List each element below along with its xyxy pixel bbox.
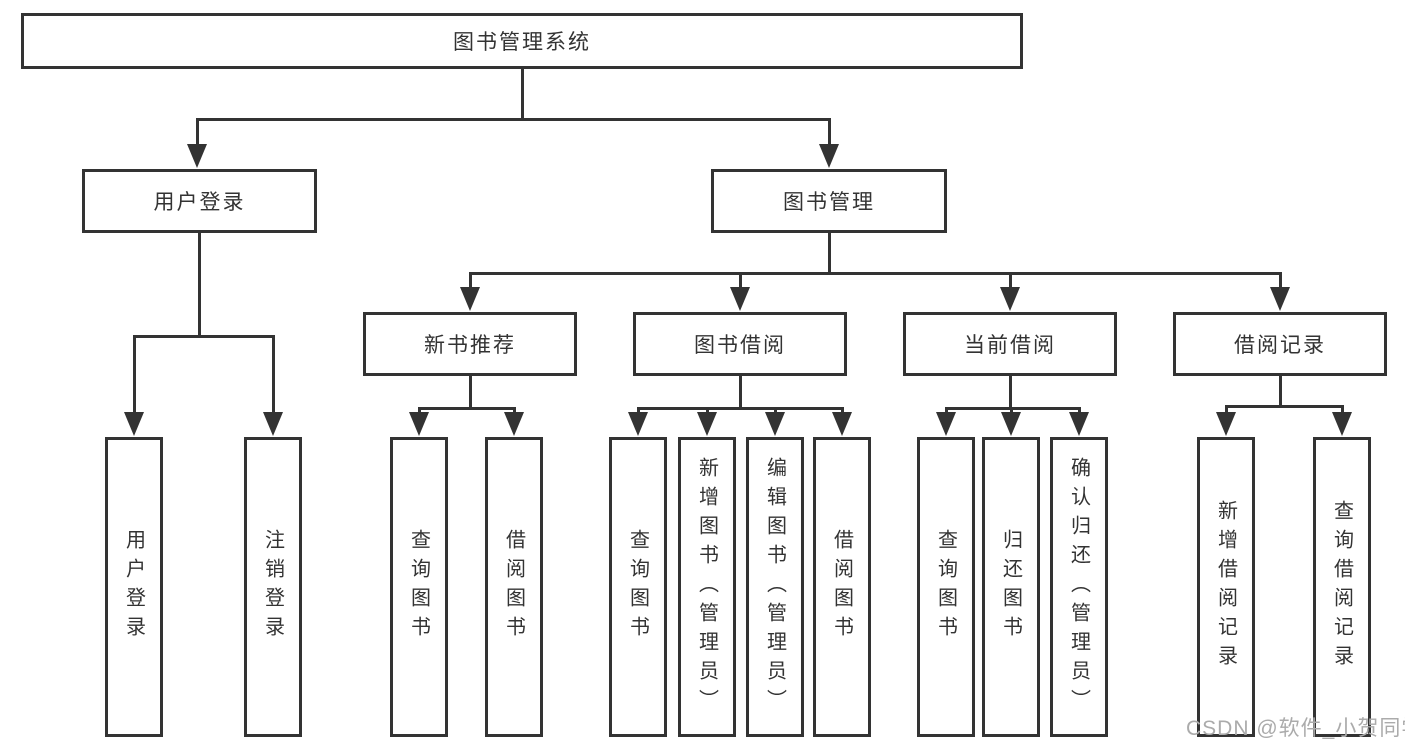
connector-line — [1279, 272, 1282, 289]
connector-line — [418, 407, 516, 410]
leaf-return-book: 归还图书 — [982, 437, 1040, 737]
arrowhead-down-icon — [504, 412, 524, 436]
node-book-management: 图书管理 — [711, 169, 947, 233]
node-current-borrow: 当前借阅 — [903, 312, 1117, 376]
connector-line — [469, 272, 1282, 275]
arrowhead-down-icon — [263, 412, 283, 436]
arrowhead-down-icon — [1000, 287, 1020, 311]
connector-line — [774, 407, 777, 414]
leaf-logout: 注销登录 — [244, 437, 302, 737]
leaf-query-book-2: 查询图书 — [609, 437, 667, 737]
connector-line — [196, 118, 831, 121]
arrowhead-down-icon — [187, 144, 207, 168]
arrowhead-down-icon — [1270, 287, 1290, 311]
connector-line — [1279, 376, 1282, 407]
leaf-edit-book-admin: 编辑图书（管理员） — [746, 437, 804, 737]
connector-line — [637, 407, 640, 414]
leaf-query-book-3: 查询图书 — [917, 437, 975, 737]
connector-line — [828, 233, 831, 274]
connector-line — [513, 407, 516, 414]
arrowhead-down-icon — [409, 412, 429, 436]
connector-line — [828, 118, 831, 148]
leaf-borrow-book-1: 借阅图书 — [485, 437, 543, 737]
arrowhead-down-icon — [819, 144, 839, 168]
leaf-user-login: 用户登录 — [105, 437, 163, 737]
arrowhead-down-icon — [765, 412, 785, 436]
arrowhead-down-icon — [1001, 412, 1021, 436]
node-book-borrow: 图书借阅 — [633, 312, 847, 376]
arrowhead-down-icon — [1216, 412, 1236, 436]
leaf-add-borrow-record: 新增借阅记录 — [1197, 437, 1255, 737]
connector-line — [521, 69, 524, 120]
connector-line — [1341, 405, 1344, 414]
connector-line — [133, 335, 136, 414]
connector-line — [1225, 405, 1228, 414]
arrowhead-down-icon — [1069, 412, 1089, 436]
arrowhead-down-icon — [936, 412, 956, 436]
connector-line — [739, 376, 742, 409]
arrowhead-down-icon — [697, 412, 717, 436]
arrowhead-down-icon — [1332, 412, 1352, 436]
connector-line — [196, 118, 199, 148]
connector-line — [418, 407, 421, 414]
arrowhead-down-icon — [730, 287, 750, 311]
connector-line — [1009, 272, 1012, 289]
csdn-watermark: CSDN @软件_小贺同学 — [1186, 717, 1405, 740]
connector-line — [272, 335, 275, 414]
node-new-book-recommend: 新书推荐 — [363, 312, 577, 376]
node-borrow-records: 借阅记录 — [1173, 312, 1387, 376]
arrowhead-down-icon — [628, 412, 648, 436]
connector-line — [739, 272, 742, 289]
connector-line — [133, 335, 274, 338]
connector-line — [1225, 405, 1344, 408]
leaf-confirm-return-admin: 确认归还（管理员） — [1050, 437, 1108, 737]
arrowhead-down-icon — [832, 412, 852, 436]
leaf-borrow-book-2: 借阅图书 — [813, 437, 871, 737]
connector-line — [1009, 376, 1012, 409]
connector-line — [1078, 407, 1081, 414]
node-user-login: 用户登录 — [82, 169, 317, 233]
connector-line — [945, 407, 948, 414]
leaf-query-borrow-record: 查询借阅记录 — [1313, 437, 1371, 737]
leaf-query-book-1: 查询图书 — [390, 437, 448, 737]
connector-line — [469, 272, 472, 289]
connector-line — [1010, 407, 1013, 414]
connector-line — [198, 233, 201, 337]
node-root: 图书管理系统 — [21, 13, 1023, 69]
connector-line — [469, 376, 472, 409]
leaf-add-book-admin: 新增图书（管理员） — [678, 437, 736, 737]
connector-line — [841, 407, 844, 414]
connector-line — [706, 407, 709, 414]
connector-line — [945, 407, 1081, 410]
arrowhead-down-icon — [460, 287, 480, 311]
connector-line — [637, 407, 843, 410]
arrowhead-down-icon — [124, 412, 144, 436]
